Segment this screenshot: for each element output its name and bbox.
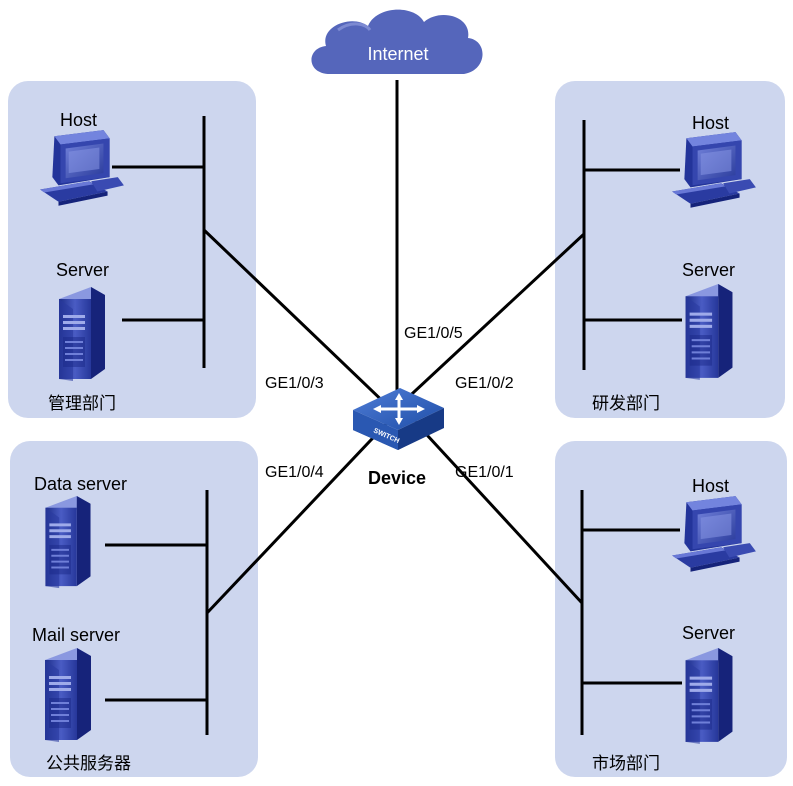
tower-server-icon (685, 648, 733, 744)
zone-marketing-name: 市场部门 (592, 754, 660, 774)
port-label-ge102: GE1/0/2 (455, 375, 514, 392)
management-host-label: Host (60, 110, 97, 130)
tower-server-icon (59, 287, 105, 381)
zone-marketing (555, 441, 787, 777)
link-rnd (398, 232, 586, 407)
zone-rnd (555, 81, 785, 418)
switch-icon: SWITCH (353, 388, 444, 450)
rnd-host-label: Host (692, 113, 729, 133)
tower-server-icon (685, 284, 733, 380)
port-label-ge105: GE1/0/5 (404, 325, 463, 342)
zone-management (8, 81, 256, 418)
marketing-server-label: Server (682, 623, 735, 643)
zone-rnd-name: 研发部门 (592, 394, 660, 414)
marketing-host-label: Host (692, 476, 729, 496)
zone-management-name: 管理部门 (48, 394, 116, 414)
mail-server-label: Mail server (32, 625, 120, 645)
zone-public-name: 公共服务器 (46, 754, 131, 774)
link-public (205, 420, 390, 615)
device-label: Device (368, 468, 426, 488)
internet-label: Internet (367, 44, 428, 64)
links (105, 80, 682, 735)
tower-server-icon (45, 648, 91, 742)
tower-server-icon (45, 495, 91, 589)
cloud-icon (311, 9, 483, 74)
link-marketing (413, 420, 584, 605)
port-label-ge103: GE1/0/3 (265, 375, 324, 392)
link-management (202, 228, 394, 412)
management-server-label: Server (56, 260, 109, 280)
port-label-ge101: GE1/0/1 (455, 464, 514, 481)
rnd-server-label: Server (682, 260, 735, 280)
data-server-label: Data server (34, 474, 127, 494)
port-label-ge104: GE1/0/4 (265, 464, 324, 481)
